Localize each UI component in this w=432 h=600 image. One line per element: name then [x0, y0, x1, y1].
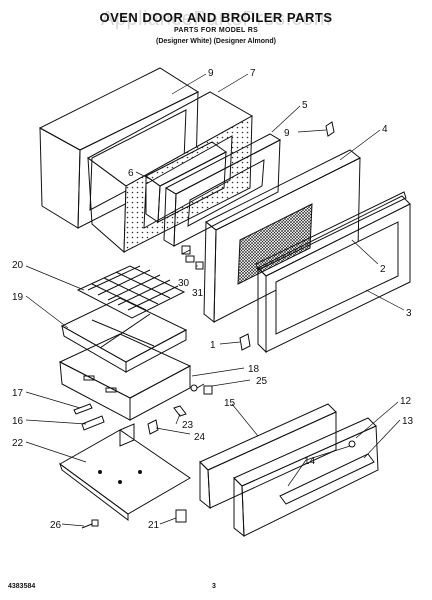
- callout-17: 17: [12, 388, 24, 399]
- callout-19: 19: [12, 292, 24, 303]
- part-6-glass: [145, 141, 227, 223]
- part-30-clip: [181, 245, 195, 263]
- callout-9: 9: [208, 68, 214, 79]
- part-12-trim: [348, 440, 356, 448]
- callout-12: 12: [400, 396, 412, 407]
- page-number: 3: [212, 583, 216, 590]
- color-note: (Designer White) (Designer Almond): [156, 38, 276, 45]
- part-26-screw: [190, 383, 213, 395]
- page-title: OVEN DOOR AND BROILER PARTS: [99, 10, 333, 25]
- document-number: 4383584: [8, 583, 36, 590]
- callout-22: 22: [12, 438, 24, 449]
- part-3-door-frame: [255, 191, 411, 354]
- callout-31: 31: [192, 288, 204, 299]
- callout-4: 4: [382, 124, 388, 135]
- part-31-clip: [195, 261, 204, 270]
- callout-20: 20: [12, 260, 24, 271]
- callout-5: 5: [302, 100, 308, 111]
- part-22-drawer-bottom: [59, 423, 191, 522]
- callout-18: 18: [248, 364, 260, 375]
- callout-7: 7: [250, 68, 256, 79]
- callout-10: 9: [284, 128, 290, 139]
- part-15-drawer-front-inner: [199, 403, 337, 510]
- part-20-broiler-grid: [76, 265, 186, 319]
- part-5-panel: [163, 133, 282, 247]
- part-7-insulation: [87, 91, 254, 254]
- part-24-bracket: [173, 405, 187, 417]
- callout-26: 25: [256, 376, 268, 387]
- part-19-broiler-pan: [60, 297, 188, 373]
- part-10-clip: [325, 121, 335, 137]
- model-subtitle: PARTS FOR MODEL RS: [173, 27, 259, 34]
- part-18-drawer: [58, 333, 192, 421]
- part-13-drawer-panel: [233, 417, 379, 538]
- part-1-hinge: [239, 333, 251, 351]
- callout-21: 21: [148, 520, 160, 531]
- callout-15: 15: [224, 398, 236, 409]
- callout-30: 30: [178, 278, 190, 289]
- callout-16: 16: [12, 416, 24, 427]
- leader-lines: [25, 73, 405, 527]
- callout-6: 6: [128, 168, 134, 179]
- callout-25: 24: [194, 432, 206, 443]
- part-25-bracket: [147, 419, 159, 435]
- callout-23: 26: [50, 520, 62, 531]
- part-21-bracket: [175, 509, 187, 523]
- callout-14: 14: [304, 456, 316, 467]
- callout-24: 23: [182, 420, 194, 431]
- callout-1: 1: [210, 340, 216, 351]
- callout-labels: 9 7 5 9 4 6 2 3 1 30 31 20 19 18 25 17 1…: [12, 68, 414, 531]
- callout-2: 2: [380, 264, 386, 275]
- callout-3: 3: [406, 308, 412, 319]
- callout-13: 13: [402, 416, 414, 427]
- part-16-spacer: [81, 415, 105, 431]
- part-23-screw: [81, 519, 99, 529]
- watermark: AppliancePartsPros.com: [101, 8, 331, 30]
- part-17-glide: [73, 403, 93, 415]
